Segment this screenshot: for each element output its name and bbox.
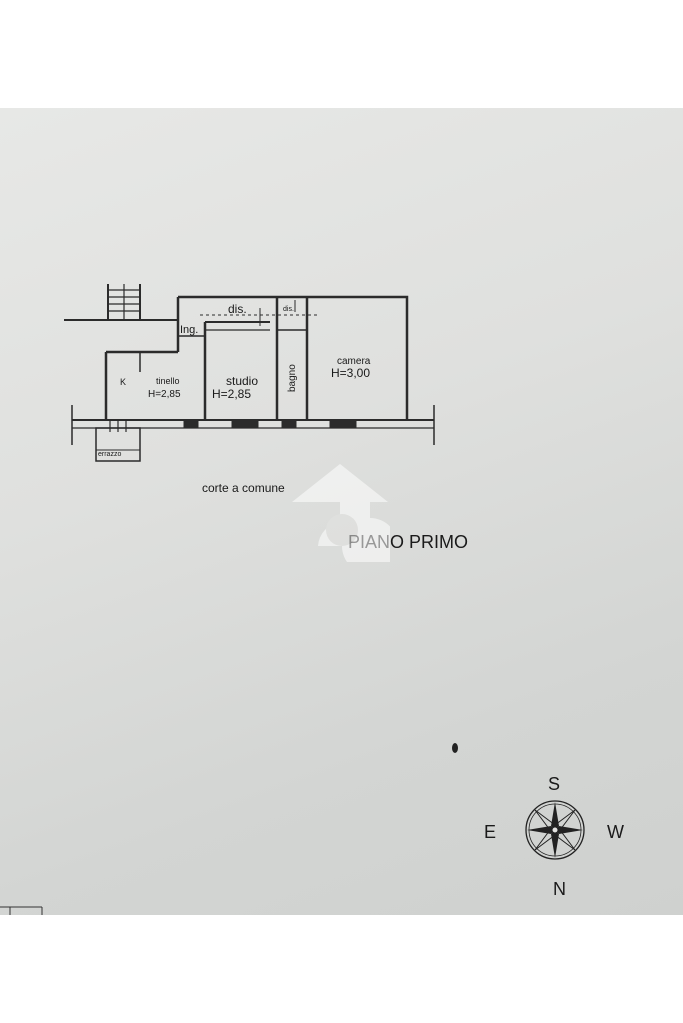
room-label-terrazzo: errazzo [98, 451, 121, 458]
room-label-ingresso: Ing. [180, 324, 198, 336]
room-height-tinello: H=2,85 [148, 389, 181, 400]
compass-south-label: S [548, 774, 560, 794]
room-label-tinello: tinello [156, 376, 180, 386]
courtyard-label: corte a comune [202, 481, 285, 495]
staircase [64, 284, 178, 321]
compass-west-label: W [607, 822, 624, 842]
corner-mark [0, 906, 43, 915]
room-height-camera: H=3,00 [331, 366, 370, 380]
room-label-cucina: K [120, 377, 126, 387]
compass-north-label: N [553, 879, 566, 899]
room-height-studio: H=2,85 [212, 387, 251, 401]
room-label-bagno: bagno [287, 364, 298, 392]
room-label-camera: camera [337, 356, 371, 367]
watermark-logo [292, 464, 390, 562]
compass-rose: S E W N [484, 774, 624, 899]
room-label-dis: dis. [228, 302, 247, 316]
balcony [95, 420, 141, 462]
compass-east-label: E [484, 822, 496, 842]
compass-star-icon [525, 800, 585, 860]
room-label-dis-small: dis. [283, 306, 294, 313]
room-label-studio: studio [226, 374, 258, 388]
ink-spot [452, 743, 458, 753]
